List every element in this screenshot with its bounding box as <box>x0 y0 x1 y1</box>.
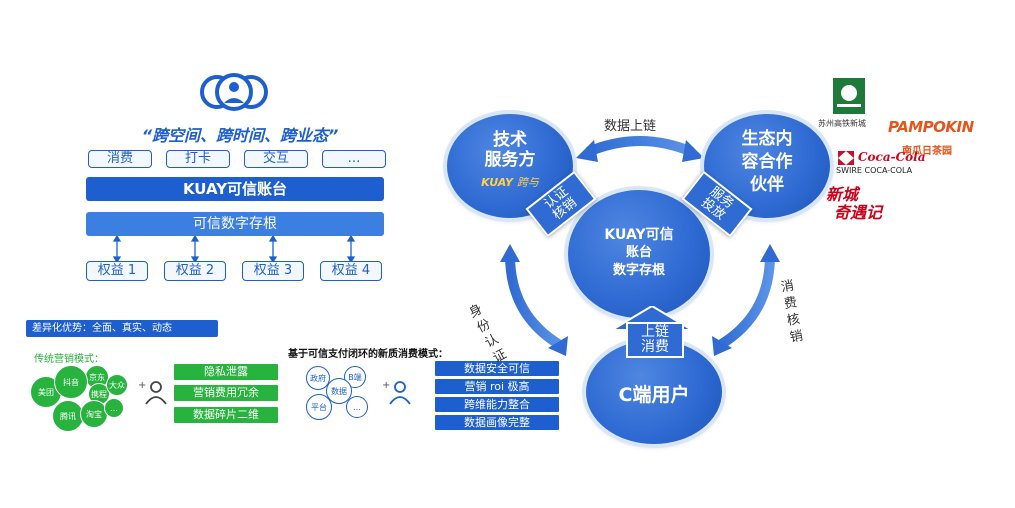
badge-chain-line1: 上链 <box>641 324 669 340</box>
node-gov: 政府 <box>306 366 330 390</box>
tech-logo-main: KUAY <box>481 176 513 189</box>
node-new-more: … <box>346 396 368 418</box>
tech-logo-suffix: 跨与 <box>516 176 539 189</box>
swire-text: SWIRE COCA-COLA <box>836 166 913 175</box>
center-line2: 账台 <box>625 245 652 260</box>
xincheng-logo: 新城 奇遇记 <box>826 186 882 222</box>
tech-logo: KUAY 跨与 <box>447 174 573 190</box>
slogan: “跨空间、跨时间、跨业态” <box>141 126 339 145</box>
badge-chain: 上链 消费 <box>626 322 684 358</box>
issue-fragment: 数据碎片二维 <box>174 407 278 423</box>
tag-interact: 交互 <box>244 150 308 168</box>
coke-logo: Coca-Cola <box>858 150 926 164</box>
node-dianping: 大众 <box>106 374 128 396</box>
benefit-roi: 营销 roi 极高 <box>435 379 559 394</box>
top-arrow-label: 数据上链 <box>604 119 657 134</box>
eco-line2: 容合作 <box>741 152 793 172</box>
cycle-arrows <box>500 136 780 356</box>
right-2: 权益 2 <box>164 261 226 281</box>
eco-line1: 生态内 <box>741 129 793 149</box>
suzhou-logo-text: 苏州高铁新城 <box>818 119 866 128</box>
user-arrow-icon-2: + <box>382 378 414 412</box>
tag-consume: 消费 <box>88 150 152 168</box>
center-circle[interactable]: KUAY可信 账台 数字存根 <box>568 190 710 318</box>
right-4: 权益 4 <box>320 261 382 281</box>
user-circle-label: C端用户 <box>618 384 690 406</box>
benefit-secure: 数据安全可信 <box>435 361 559 376</box>
connector-arrows <box>112 236 356 262</box>
xincheng-line2: 奇遇记 <box>834 203 883 222</box>
node-tencent: 腾讯 <box>52 400 84 432</box>
tech-circle-line2: 服务方 <box>484 150 536 170</box>
node-more: … <box>104 398 124 418</box>
benefit-profile: 数据画像完整 <box>435 415 559 430</box>
benefit-integrate: 跨维能力整合 <box>435 397 559 412</box>
svg-text:+: + <box>382 380 390 391</box>
center-line3: 数字存根 <box>612 263 665 278</box>
advantage-bar: 差异化优势：全面、真实、动态 <box>26 320 218 337</box>
tag-checkin: 打卡 <box>166 150 230 168</box>
badge-chain-line2: 消费 <box>641 339 669 355</box>
account-bar: KUAY可信账台 <box>86 177 384 201</box>
right-1: 权益 1 <box>86 261 148 281</box>
eco-line3: 伙伴 <box>750 175 784 195</box>
node-taobao: 淘宝 <box>80 400 108 428</box>
tech-circle-line1: 技术 <box>493 130 527 150</box>
swire-flag-icon <box>838 150 854 169</box>
center-line1: KUAY可信 <box>604 227 674 243</box>
pampokin-logo: PAMPOKIN <box>888 118 974 136</box>
kuay-logo-icon <box>200 73 268 115</box>
new-title: 基于可信支付闭环的新质消费模式： <box>288 349 448 360</box>
stub-bar: 可信数字存根 <box>86 212 384 236</box>
pampokin-sub: 南瓜日茶园 <box>902 146 952 157</box>
user-arrow-icon: + <box>138 378 170 412</box>
right-3: 权益 3 <box>242 261 304 281</box>
svg-text:+: + <box>138 380 146 391</box>
node-douyin: 抖音 <box>54 365 88 399</box>
issue-privacy: 隐私泄露 <box>174 364 278 380</box>
suzhou-logo-icon <box>832 77 866 119</box>
tag-more: … <box>322 150 386 168</box>
issue-cost: 营销费用冗余 <box>174 385 278 401</box>
xincheng-line1: 新城 <box>826 185 859 204</box>
node-platform: 平台 <box>306 394 332 420</box>
traditional-title: 传统营销模式： <box>34 354 104 365</box>
